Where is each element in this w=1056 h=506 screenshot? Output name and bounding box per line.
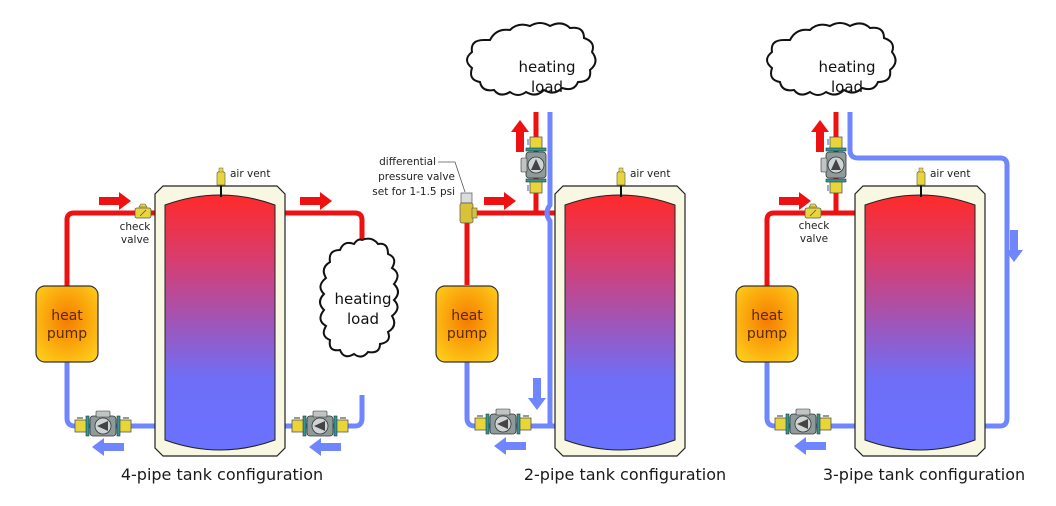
flow-arrow-left-icon <box>92 438 124 456</box>
hot-load-pipe <box>275 210 365 240</box>
cold-return-pipe <box>64 360 165 429</box>
heat-pump-label-line2: pump <box>47 326 87 342</box>
flow-arrow-left-icon <box>494 437 526 455</box>
heating-load-cloud <box>319 237 399 358</box>
diagram-2-pipe: air vent differential pressure valve set… <box>372 22 726 484</box>
circulator-pump-icon <box>820 136 847 194</box>
check-valve-label-line2: valve <box>121 234 149 246</box>
circulator-pump-icon <box>74 410 132 437</box>
circulator-pump-icon <box>474 408 532 435</box>
heat-pump-box <box>435 285 499 363</box>
flow-arrow-right-icon <box>779 192 811 210</box>
flow-arrow-left-icon <box>309 438 341 456</box>
heat-pump-box <box>735 285 799 363</box>
tank-body <box>564 194 676 451</box>
tank-body <box>864 194 976 451</box>
heating-load-label-line2: load <box>531 78 563 96</box>
heating-load-cloud <box>766 22 897 96</box>
dp-valve-label-line3: set for 1-1.5 psi <box>372 186 455 198</box>
heating-load-label-line2: load <box>347 310 379 328</box>
circulator-pump-icon <box>520 136 547 194</box>
cold-load-return-pipe <box>275 395 365 429</box>
heating-load-label-line1: heating <box>818 58 875 76</box>
flow-arrow-up-icon <box>511 120 529 152</box>
diagram-3-pipe: air vent check valve heat pump heating l… <box>735 22 1025 484</box>
air-vent-label: air vent <box>630 168 670 180</box>
cold-load-return-pipe <box>544 112 565 429</box>
heat-pump-label-line1: heat <box>451 308 483 324</box>
heat-pump-label-line1: heat <box>751 308 783 324</box>
heating-load-label-line1: heating <box>334 290 391 308</box>
hot-supply-pipe <box>764 210 867 290</box>
circulator-pump-icon <box>774 408 832 435</box>
check-valve-icon <box>804 203 822 219</box>
air-vent-label: air vent <box>930 168 970 180</box>
check-valve-label-line1: check <box>799 220 831 232</box>
check-valve-label-line1: check <box>120 221 152 233</box>
check-valve-icon <box>134 203 152 219</box>
diagram-4-pipe: air vent check valve heat pump heating l… <box>35 167 399 484</box>
dp-valve-leader-line <box>438 161 466 193</box>
heat-pump-label-line2: pump <box>747 326 787 342</box>
dp-valve-label-line1: differential <box>379 156 436 168</box>
heat-pump-label-line2: pump <box>447 326 487 342</box>
caption-4-pipe: 4-pipe tank configuration <box>121 465 323 484</box>
hot-supply-pipe <box>64 210 165 290</box>
caption-3-pipe: 3-pipe tank configuration <box>823 465 1025 484</box>
circulator-pump-icon <box>291 410 349 437</box>
heating-load-cloud <box>466 22 597 96</box>
heat-pump-label-line1: heat <box>51 308 83 324</box>
dp-valve-label-line2: pressure valve <box>378 171 455 183</box>
flow-arrow-right-icon <box>99 192 131 210</box>
heating-load-label-line1: heating <box>518 58 575 76</box>
tank-body <box>164 194 276 451</box>
flow-arrow-left-icon <box>794 437 826 455</box>
air-vent-label: air vent <box>230 168 270 180</box>
heat-pump-box <box>35 285 99 363</box>
flow-arrow-down-icon <box>528 378 546 410</box>
check-valve-label-line2: valve <box>800 233 828 245</box>
flow-arrow-right-icon <box>300 192 332 210</box>
heating-load-label-line2: load <box>831 78 863 96</box>
flow-arrow-right-icon <box>484 192 516 210</box>
cold-load-return-pipe <box>847 112 1010 429</box>
differential-pressure-valve-icon <box>459 192 478 224</box>
caption-2-pipe: 2-pipe tank configuration <box>524 465 726 484</box>
flow-arrow-up-icon <box>811 120 829 152</box>
